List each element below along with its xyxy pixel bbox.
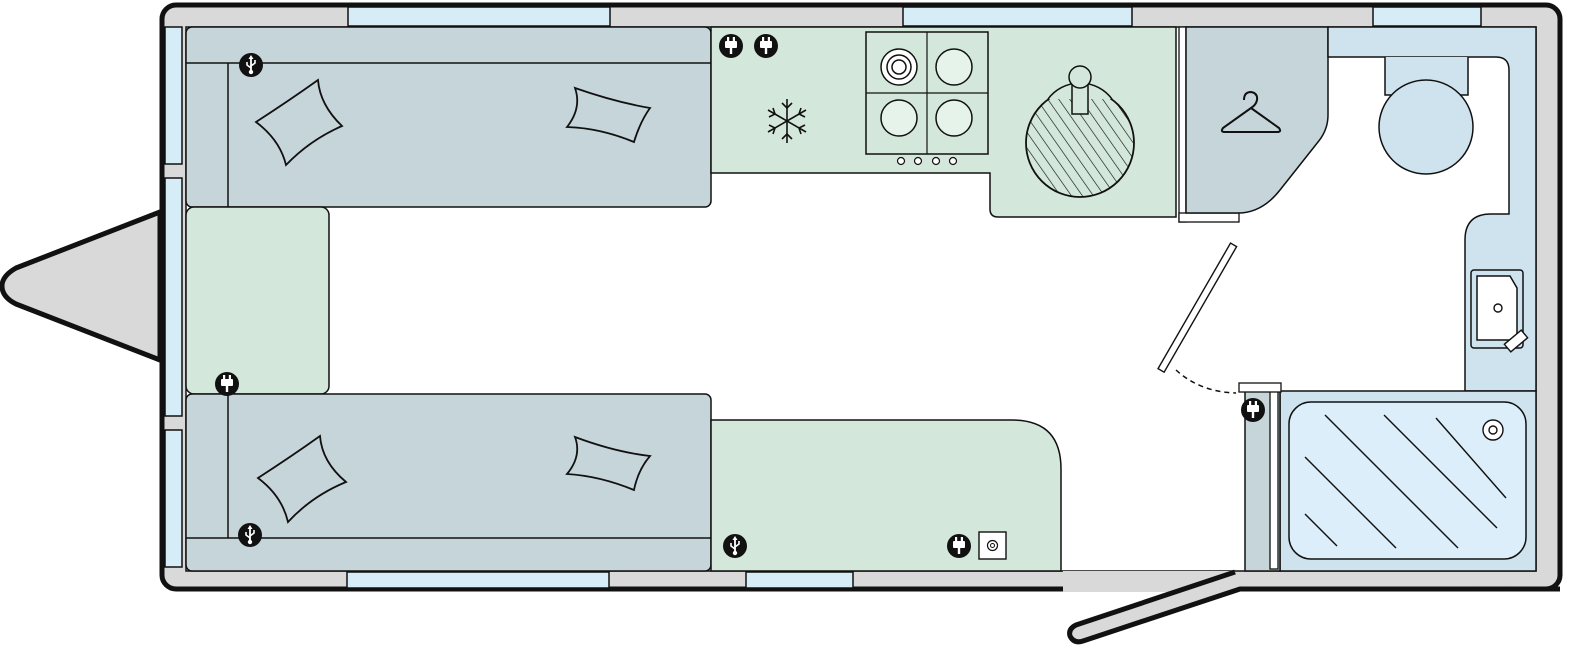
a-frame-drawbar — [0, 209, 163, 363]
toilet-icon — [1378, 57, 1474, 175]
window — [346, 571, 610, 589]
window — [347, 6, 611, 27]
washroom-door[interactable] — [1157, 242, 1238, 374]
window — [164, 177, 183, 417]
plug-socket-icon — [1241, 398, 1265, 422]
tv-point-icon — [978, 531, 1007, 560]
shower-icon — [1279, 390, 1537, 572]
partition-wall — [1269, 390, 1279, 570]
front-chest-table — [185, 206, 330, 395]
wardrobe — [1185, 26, 1329, 214]
hob-icon — [865, 31, 989, 166]
window — [745, 571, 854, 589]
sink-icon — [1470, 269, 1529, 353]
cushion-icon — [565, 86, 652, 144]
window — [902, 6, 1133, 27]
front-lounge-top-seat — [185, 26, 712, 208]
plug-socket-icon — [754, 34, 778, 58]
plug-socket-icon — [215, 372, 239, 396]
snowflake-icon — [767, 99, 807, 143]
partition-wall — [1178, 26, 1187, 223]
door-swing-arc — [1175, 369, 1237, 394]
hanger-icon — [1220, 90, 1282, 133]
partition-wall — [1238, 382, 1282, 393]
round-sink-icon — [1025, 65, 1135, 198]
plug-socket-icon — [719, 34, 743, 58]
partition-wall — [1178, 212, 1240, 223]
cushion-icon — [256, 434, 348, 524]
plug-socket-icon — [947, 534, 971, 558]
usb-icon — [237, 522, 263, 548]
window — [164, 26, 183, 165]
usb-icon — [722, 533, 748, 559]
window — [1372, 6, 1482, 27]
cushion-icon — [565, 435, 652, 492]
side-cabinet — [710, 419, 1062, 572]
usb-icon — [238, 52, 264, 78]
cushion-icon — [254, 78, 344, 167]
window — [164, 429, 183, 568]
entrance-door[interactable] — [1067, 569, 1560, 645]
